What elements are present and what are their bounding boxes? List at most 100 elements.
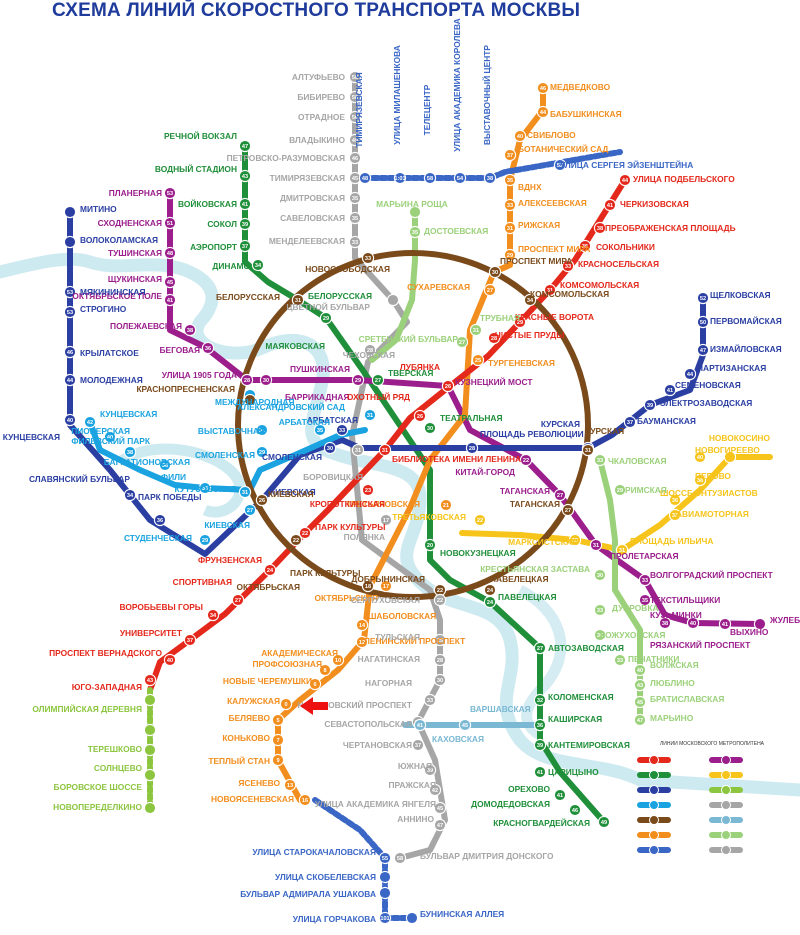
- station-node-s160: [363, 343, 377, 357]
- station-label-s8: МЕНДЕЛЕЕВСКАЯ: [269, 236, 345, 246]
- station-label-s73: ЧЕРКИЗОВСКАЯ: [620, 199, 689, 209]
- station-number-s10: 43: [242, 174, 248, 180]
- station-node-s146: [633, 713, 647, 727]
- station-node-s144: [633, 678, 647, 692]
- station-label-s76: КРАСНОСЕЛЬСКАЯ: [578, 259, 659, 269]
- station-node-s3: [348, 133, 362, 147]
- station-label-s154: ОКТЯБРЬСКАЯ: [236, 582, 300, 592]
- station-number-s21: 27: [537, 646, 543, 652]
- station-label-s138: РИМСКАЯ: [625, 485, 667, 495]
- station-number-s97: 37: [627, 420, 633, 426]
- station-number-s61: 14: [359, 623, 366, 629]
- station-node-s167: [423, 693, 437, 707]
- station-node-s76: [561, 259, 575, 273]
- station-number-s116: 33: [202, 486, 208, 492]
- station-number-s83: 23: [365, 488, 371, 494]
- station-node-s176: [413, 718, 427, 732]
- station-label-s30: СХОДНЕНСКАЯ: [98, 218, 162, 228]
- station-node-s24: [533, 738, 547, 752]
- station-number-s152: 24: [487, 588, 494, 594]
- station-node-s35: [201, 341, 215, 355]
- station-label-s124: АЛЕКСАНДРОВСКИЙ САД: [237, 401, 345, 412]
- station-label-s152: ПАВЕЛЕЦКАЯ: [490, 574, 548, 584]
- station-label-s29: ПЛАНЕРНАЯ: [109, 188, 162, 198]
- station-number-s145: 45: [637, 700, 643, 706]
- station-label-s176: КАХОВСКАЯ: [432, 734, 484, 744]
- station-label-s156: КИЕВСКАЯ: [268, 489, 314, 499]
- station-number-s13: 37: [242, 244, 248, 250]
- station-number-s64: 8: [323, 668, 326, 674]
- station-number-s82: 31: [382, 448, 388, 454]
- station-number-s71: 16: [302, 798, 308, 804]
- station-number-s49: 46: [540, 86, 546, 92]
- station-number-s161: 31: [355, 448, 361, 454]
- legend-node-r-yellow: [721, 770, 731, 780]
- station-label-s142: ПЕЧАТНИКИ: [628, 654, 679, 664]
- station-label-s32: ЩУКИНСКАЯ: [108, 274, 162, 284]
- station-label-s67: БЕЛЯЕВО: [229, 713, 271, 723]
- station-label-s47: ВЫХИНО: [730, 627, 769, 637]
- station-label-s184: БУЛЬВАР АДМИРАЛА УШАКОВА: [240, 889, 376, 899]
- station-label-s95: СЕМЕНОВСКАЯ: [675, 380, 741, 390]
- station-node-s187: [358, 171, 372, 185]
- station-node-s162: [379, 513, 393, 527]
- station-node-s151: [561, 503, 575, 517]
- station-label-s37: БАРРИКАДНАЯ: [285, 392, 350, 402]
- line-lyublinskaya-south: [597, 457, 643, 723]
- station-node-s67: [271, 713, 285, 727]
- station-number-s95: 41: [667, 388, 673, 394]
- station-number-s136: 27: [459, 340, 465, 346]
- station-label-s125: НОВОКОСИНО: [709, 433, 771, 443]
- station-number-s79: 28: [491, 336, 497, 342]
- station-number-s153: 22: [437, 588, 443, 594]
- station-node-s86: [231, 593, 245, 607]
- station-number-s91: 52: [700, 296, 706, 302]
- station-label-s62: ЛЕНИНСКИЙ ПРОСПЕКТ: [364, 635, 466, 646]
- station-label-s50: БАБУШКИНСКАЯ: [550, 109, 622, 119]
- station-node-s108: [63, 305, 77, 319]
- station-label-s49: МЕДВЕДКОВО: [550, 82, 611, 92]
- station-number-s37: 30: [263, 378, 269, 384]
- station-number-s23: 36: [537, 723, 543, 729]
- station-number-s24: 39: [537, 743, 543, 749]
- station-label-s105: КУНЦЕВСКАЯ: [3, 432, 60, 442]
- station-number-s191: 38: [487, 176, 493, 182]
- station-node-s134: [408, 225, 422, 239]
- station-number-s59: 21: [443, 503, 449, 509]
- station-number-s163: 22: [437, 598, 443, 604]
- station-number-s128: 36: [672, 498, 678, 504]
- station-label-s126: НОВОГИРЕЕВО: [695, 445, 760, 455]
- station-number-s154: 18: [365, 584, 371, 590]
- station-label-s40: КИТАЙ-ГОРОД: [455, 466, 515, 477]
- station-node-s61: [355, 618, 369, 632]
- station-number-s63: 10: [335, 658, 341, 664]
- station-number-s113: 40: [107, 435, 113, 441]
- station-number-s176: 41: [417, 723, 423, 729]
- station-label-s64: ПРОФСОЮЗНАЯ: [252, 659, 322, 669]
- station-label-s120: МЕЖДУНАРОДНАЯ: [215, 397, 294, 407]
- arrow-marker-shape: [300, 697, 328, 715]
- station-number-s112: 42: [87, 420, 93, 426]
- line-tagansko-krasnopresnenskaya: [167, 190, 763, 627]
- station-number-s55: 31: [507, 226, 513, 232]
- station-node-s13: [238, 239, 252, 253]
- station-number-s28: 49: [601, 820, 607, 826]
- station-node-s71: [298, 793, 312, 807]
- station-node-s27: [568, 803, 582, 817]
- station-node-s186: [405, 911, 419, 925]
- station-label-s83: КРОПОТКИНСКАЯ: [310, 499, 385, 509]
- station-node-s105: [63, 413, 77, 427]
- station-node-s190: [453, 171, 467, 185]
- station-label-s43: ВОЛГОГРАДСКИЙ ПРОСПЕКТ: [650, 569, 774, 580]
- legend-node-lightblue: [649, 800, 659, 810]
- station-number-s12: 39: [242, 222, 248, 228]
- station-label-s104: СЛАВЯНСКИЙ БУЛЬВАР: [29, 473, 130, 484]
- station-node-s89: [163, 653, 177, 667]
- station-node-s129: [668, 508, 682, 522]
- station-label-s178: ТЕРЕШКОВО: [88, 744, 143, 754]
- station-node-s132: [473, 513, 487, 527]
- legend-node-brown: [649, 815, 659, 825]
- station-number-s166: 30: [437, 678, 443, 684]
- station-node-s185: [378, 911, 392, 925]
- station-number-s109: 53: [67, 290, 73, 296]
